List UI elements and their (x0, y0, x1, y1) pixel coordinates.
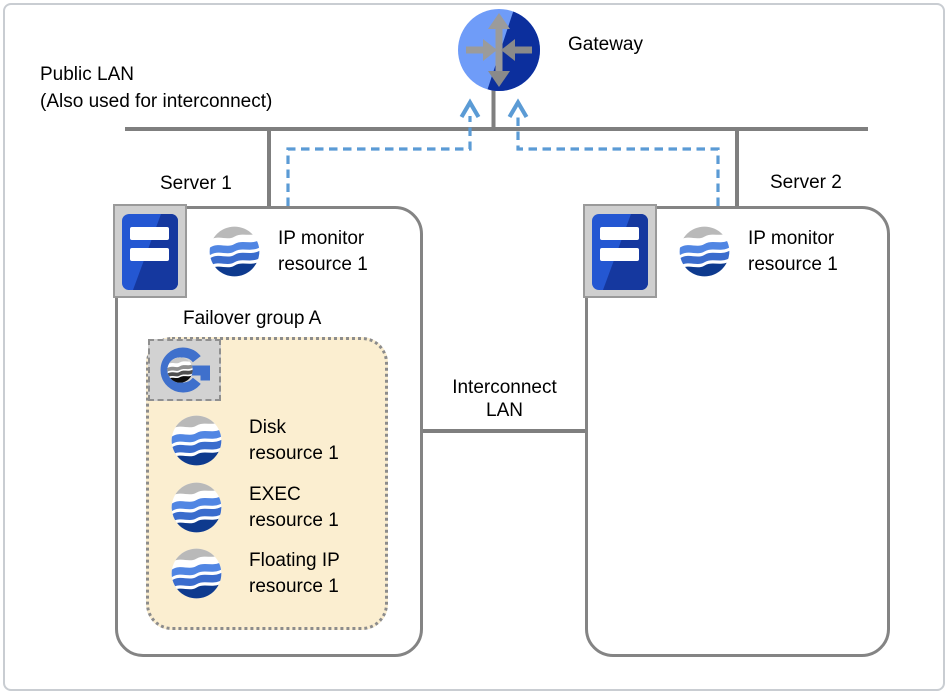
floating-ip-resource-label-line1: Floating IP (249, 549, 340, 571)
failover-group-logo-panel (148, 339, 221, 401)
monitor-arrows (286, 98, 720, 206)
gateway-label: Gateway (568, 34, 643, 55)
exec-resource-label-line2: resource 1 (249, 509, 339, 531)
ip-monitor-label-line2: resource 1 (748, 253, 838, 275)
interconnect-lan-label-line2: LAN (486, 400, 523, 421)
floating-ip-resource-row: Floating IP resource 1 (170, 547, 340, 600)
server1-monitor-dashed-path (286, 116, 472, 206)
ip-monitor-label-line2: resource 1 (278, 253, 368, 275)
floating-ip-resource-label-line2: resource 1 (249, 575, 339, 597)
server2-monitor-dashed-path (516, 116, 720, 206)
server1-monitor-arrowhead (459, 98, 481, 119)
interconnect-lan-label: Interconnect LAN (421, 376, 588, 422)
ip-monitor-resource-icon (678, 225, 731, 278)
server2-box (585, 206, 890, 657)
disk-resource-label-line1: Disk (249, 416, 286, 438)
exec-resource-label-line1: EXEC (249, 483, 301, 505)
ip-monitor-label-line1: IP monitor (278, 227, 365, 249)
interconnect-lan-label-line1: Interconnect (452, 377, 557, 398)
floating-ip-resource-icon (170, 547, 223, 600)
exec-resource-icon (170, 481, 223, 534)
server2-monitor-arrowhead (507, 98, 529, 119)
server2-ip-monitor-resource: IP monitor resource 1 (678, 225, 838, 278)
disk-resource-icon (170, 414, 223, 467)
ip-monitor-resource-icon (208, 225, 261, 278)
server1-ip-monitor-resource: IP monitor resource 1 (208, 225, 368, 278)
disk-resource-row: Disk resource 1 (170, 414, 339, 467)
server2-icon (583, 204, 657, 298)
gateway-router-icon (458, 9, 540, 91)
public-lan-label-line2: (Also used for interconnect) (40, 91, 273, 112)
ip-monitor-label-line1: IP monitor (748, 227, 835, 249)
exec-resource-row: EXEC resource 1 (170, 481, 339, 534)
failover-group-title: Failover group A (183, 308, 322, 329)
public-lan-label: Public LAN (Also used for interconnect) (40, 61, 272, 115)
server1-icon (113, 204, 187, 298)
disk-resource-label-line2: resource 1 (249, 442, 339, 464)
server1-title: Server 1 (160, 173, 232, 194)
server2-title: Server 2 (770, 172, 842, 193)
cluster-group-g-icon (157, 343, 213, 397)
public-lan-label-line1: Public LAN (40, 64, 134, 85)
